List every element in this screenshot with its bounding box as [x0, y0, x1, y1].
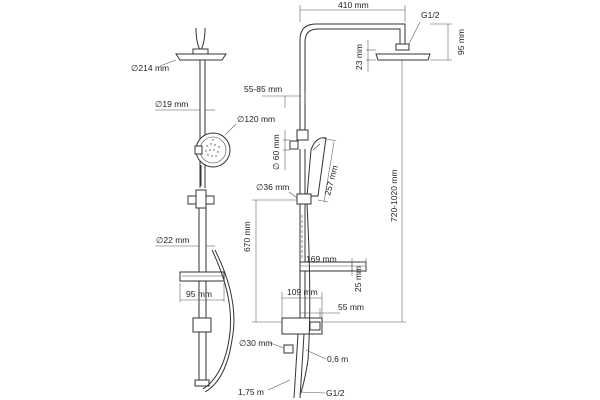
dim-mixer-diameter: ∅30 mm	[239, 338, 272, 348]
dim-inlet-thread: G1/2	[326, 388, 345, 398]
dim-hand-length: 257 mm	[322, 164, 340, 196]
dim-outlet-reach: 55 mm	[338, 302, 364, 312]
dim-hose-short: 0,6 m	[327, 354, 348, 364]
overhead-arm	[299, 23, 406, 135]
dim-hand-shower-diameter: ∅120 mm	[237, 114, 275, 124]
shelf	[179, 271, 225, 282]
overhead-shower-head	[175, 27, 227, 61]
side-mixer	[281, 317, 323, 399]
dim-total-height: 720-1020 mm	[389, 170, 399, 222]
diverter	[296, 129, 309, 141]
dim-arm-reach: 410 mm	[338, 0, 369, 10]
dim-hose-long: 1,75 m	[238, 387, 264, 397]
hose	[204, 249, 235, 393]
side-hose	[299, 203, 311, 396]
dim-shelf-height: 25 mm	[353, 266, 363, 292]
dim-head-diameter: ∅214 mm	[131, 63, 169, 73]
dim-shelf-width: 95 mm	[186, 289, 212, 299]
dim-hand-diameter: ∅ 60 mm	[271, 134, 281, 170]
dim-wall-offset: 55-85 mm	[244, 84, 282, 94]
dim-rail-height: 670 mm	[242, 221, 252, 252]
front-view: ∅214 mm ∅19 mm ∅120 mm ∅22 mm 95 mm	[131, 27, 275, 393]
side-view: 410 mm G1/2 95 mm 23 mm 55-85 mm ∅ 60 mm…	[238, 0, 466, 399]
hand-shower	[194, 132, 231, 186]
side-shower-head	[375, 43, 431, 61]
side-hand-shower	[296, 137, 327, 205]
dim-head-offset: 95 mm	[456, 29, 466, 55]
dim-shelf-depth: 169 mm	[306, 254, 337, 264]
dim-head-thickness: 23 mm	[354, 44, 364, 70]
dim-rod-diameter: ∅19 mm	[155, 99, 188, 109]
dim-lower-rod-diameter: ∅22 mm	[156, 235, 189, 245]
dim-holder-diameter: ∅36 mm	[256, 182, 289, 192]
mixer-body	[192, 317, 212, 333]
dim-head-thread: G1/2	[421, 10, 440, 20]
dim-mixer-width: 109 mm	[287, 287, 318, 297]
